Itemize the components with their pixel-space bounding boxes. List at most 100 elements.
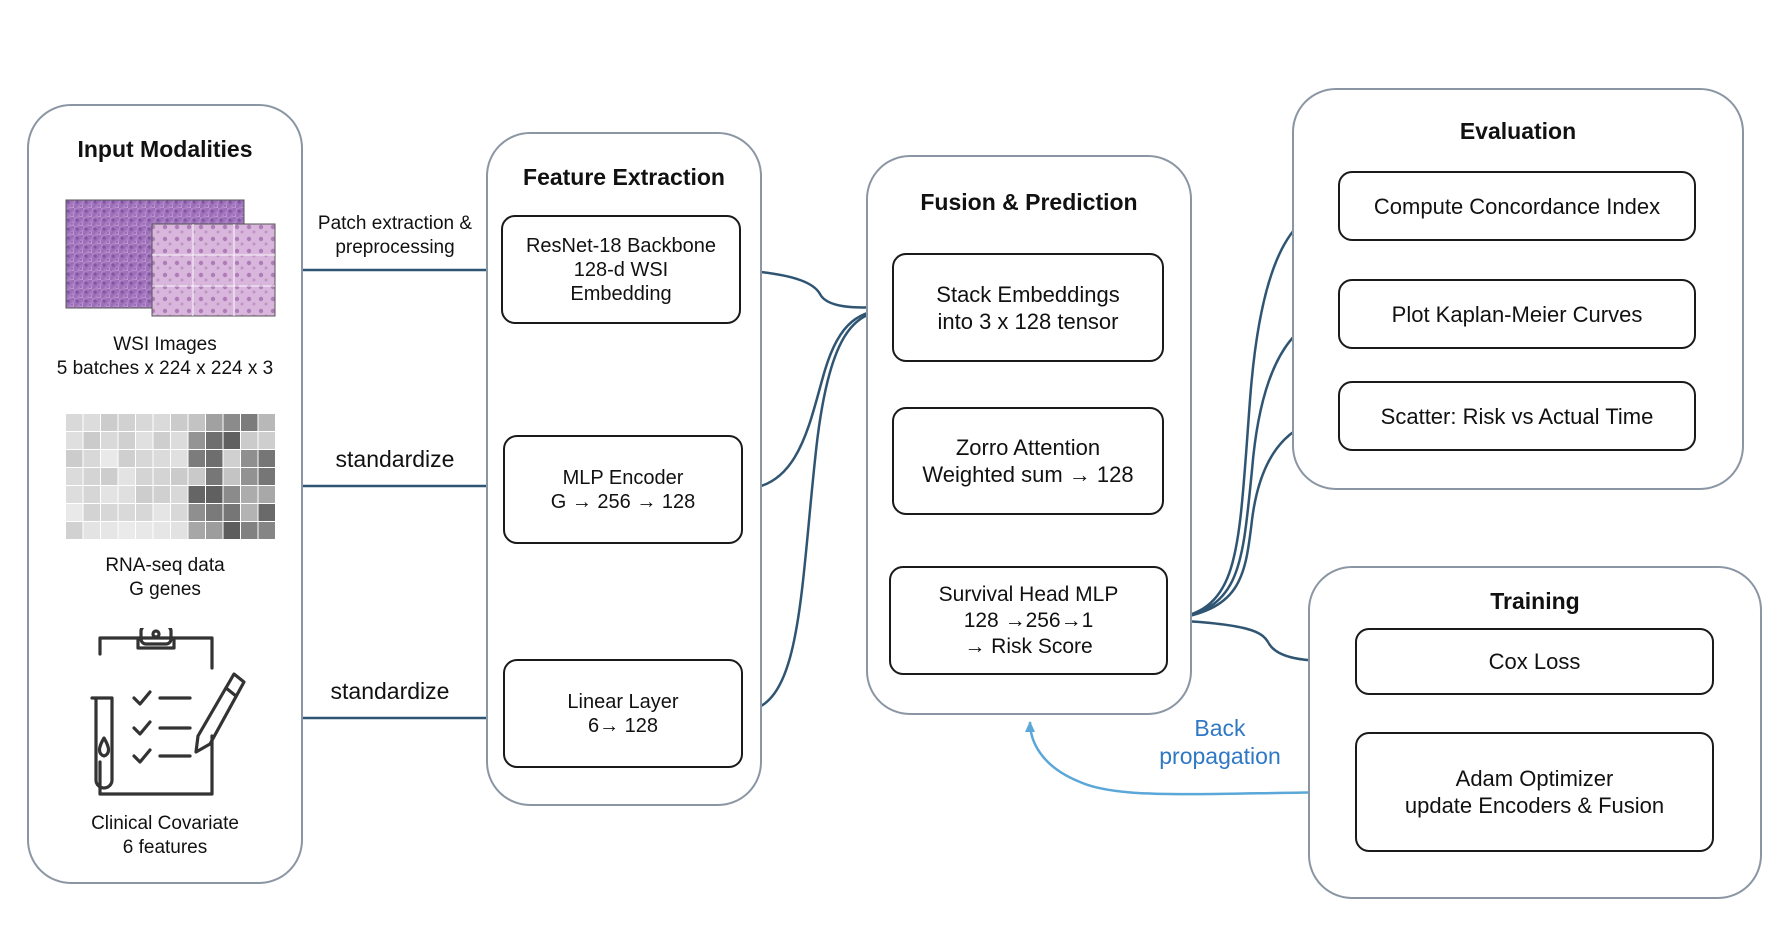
heatmap-cell <box>83 522 100 539</box>
heatmap-cell <box>136 522 153 539</box>
arrow-resnet-to-stack <box>737 268 891 312</box>
heatmap-cell <box>188 450 205 467</box>
heatmap-cell <box>66 486 83 503</box>
heatmap-cell <box>101 468 118 485</box>
clinical-caption-line1: Clinical Covariate <box>91 813 239 834</box>
heatmap-cell <box>118 486 135 503</box>
wsi-caption-line2: 5 batches x 224 x 224 x 3 <box>56 358 274 379</box>
heatmap-cell <box>223 414 240 431</box>
heatmap-cell <box>136 432 153 449</box>
adam-optimizer-box: Adam Optimizer update Encoders & Fusion <box>1355 732 1714 852</box>
zorro-line1: Zorro Attention <box>955 435 1101 460</box>
heatmap-cell <box>241 414 258 431</box>
heatmap-cell <box>101 504 118 521</box>
rna-caption: RNA-seq data G genes <box>40 554 290 602</box>
heatmap-cell <box>66 414 83 431</box>
heatmap-cell <box>118 414 135 431</box>
heatmap-cell <box>206 414 223 431</box>
kaplan-meier-box: Plot Kaplan-Meier Curves <box>1338 279 1696 349</box>
linear-line1: Linear Layer <box>567 690 679 713</box>
heatmap-cell <box>153 414 170 431</box>
risk-scatter-box: Scatter: Risk vs Actual Time <box>1338 381 1696 451</box>
heatmap-cell <box>66 432 83 449</box>
heatmap-cell <box>101 450 118 467</box>
heatmap-cell <box>206 504 223 521</box>
wsi-caption-line1: WSI Images <box>113 334 217 355</box>
heatmap-cell <box>223 522 240 539</box>
heatmap-cell <box>206 450 223 467</box>
arrow-mlp-to-stack <box>741 304 891 491</box>
heatmap-cell <box>241 522 258 539</box>
stack-line1: Stack Embeddings <box>936 281 1120 307</box>
heatmap-cell <box>136 486 153 503</box>
heatmap-cell <box>188 522 205 539</box>
heatmap-cell <box>101 432 118 449</box>
heatmap-cell <box>153 450 170 467</box>
heatmap-cell <box>83 468 100 485</box>
heatmap-cell <box>101 414 118 431</box>
heatmap-cell <box>101 486 118 503</box>
heatmap-cell <box>171 486 188 503</box>
label-standardize-clinical: standardize <box>330 678 450 704</box>
label-patch-extraction: Patch extraction & preprocessing <box>300 212 490 260</box>
heatmap-cell <box>118 522 135 539</box>
heatmap-cell <box>136 414 153 431</box>
heatmap-cell <box>206 432 223 449</box>
panel-title-input: Input Modalities <box>77 136 253 162</box>
heatmap-cell <box>136 468 153 485</box>
heatmap-cell <box>258 468 275 485</box>
heatmap-cell <box>171 414 188 431</box>
panel-title-evaluation: Evaluation <box>1459 118 1577 144</box>
heatmap-cell <box>223 504 240 521</box>
heatmap-cell <box>153 486 170 503</box>
clinical-caption: Clinical Covariate 6 features <box>40 812 290 860</box>
heatmap-cell <box>223 432 240 449</box>
linear-line2: 6→ 128 <box>587 714 659 737</box>
heatmap-cell <box>258 486 275 503</box>
mlp-line2: G → 256 → 128 <box>550 490 696 513</box>
arrow-backpropagation <box>1025 721 1357 796</box>
label-backpropagation: Back propagation <box>1140 714 1300 770</box>
heatmap-cell <box>83 486 100 503</box>
heatmap-cell <box>241 468 258 485</box>
heatmap-cell <box>188 468 205 485</box>
heatmap-cell <box>136 450 153 467</box>
heatmap-cell <box>206 522 223 539</box>
zorro-line2: Weighted sum → 128 <box>922 462 1134 487</box>
linear-layer-box: Linear Layer 6→ 128 <box>503 659 743 768</box>
heatmap-cell <box>153 522 170 539</box>
heatmap-cell <box>223 450 240 467</box>
heatmap-cell <box>66 522 83 539</box>
heatmap-cell <box>171 432 188 449</box>
heatmap-cell <box>153 468 170 485</box>
stack-embeddings-box: Stack Embeddings into 3 x 128 tensor <box>892 253 1164 362</box>
label-patch-line2: preprocessing <box>335 237 455 258</box>
heatmap-cell <box>118 504 135 521</box>
survival-head-box: Survival Head MLP 128 →256→1 → Risk Scor… <box>889 566 1168 675</box>
heatmap-cell <box>171 450 188 467</box>
head-line3: → Risk Score <box>964 634 1093 658</box>
heatmap-cell <box>118 450 135 467</box>
resnet-line2: 128-d WSI <box>573 258 669 281</box>
backprop-line1: Back <box>1194 715 1246 741</box>
label-standardize-rna: standardize <box>335 446 455 472</box>
resnet-line3: Embedding <box>570 282 672 305</box>
heatmap-cell <box>241 504 258 521</box>
mlp-line1: MLP Encoder <box>562 466 684 489</box>
heatmap-cell <box>258 450 275 467</box>
zorro-attention-box: Zorro Attention Weighted sum → 128 <box>892 407 1164 515</box>
label-patch-line1: Patch extraction & <box>317 213 473 234</box>
heatmap-cell <box>223 486 240 503</box>
panel-title-training: Training <box>1490 588 1580 614</box>
heatmap-cell <box>83 414 100 431</box>
head-line2: 128 →256→1 <box>963 608 1094 632</box>
adam-line1: Adam Optimizer <box>1455 766 1614 791</box>
heatmap-cell <box>66 468 83 485</box>
heatmap-cell <box>83 450 100 467</box>
heatmap-cell <box>206 468 223 485</box>
concordance-index-box: Compute Concordance Index <box>1338 171 1696 241</box>
heatmap-cell <box>206 486 223 503</box>
heatmap-cell <box>241 486 258 503</box>
clinical-clipboard-icon <box>90 628 246 796</box>
heatmap-cell <box>66 504 83 521</box>
